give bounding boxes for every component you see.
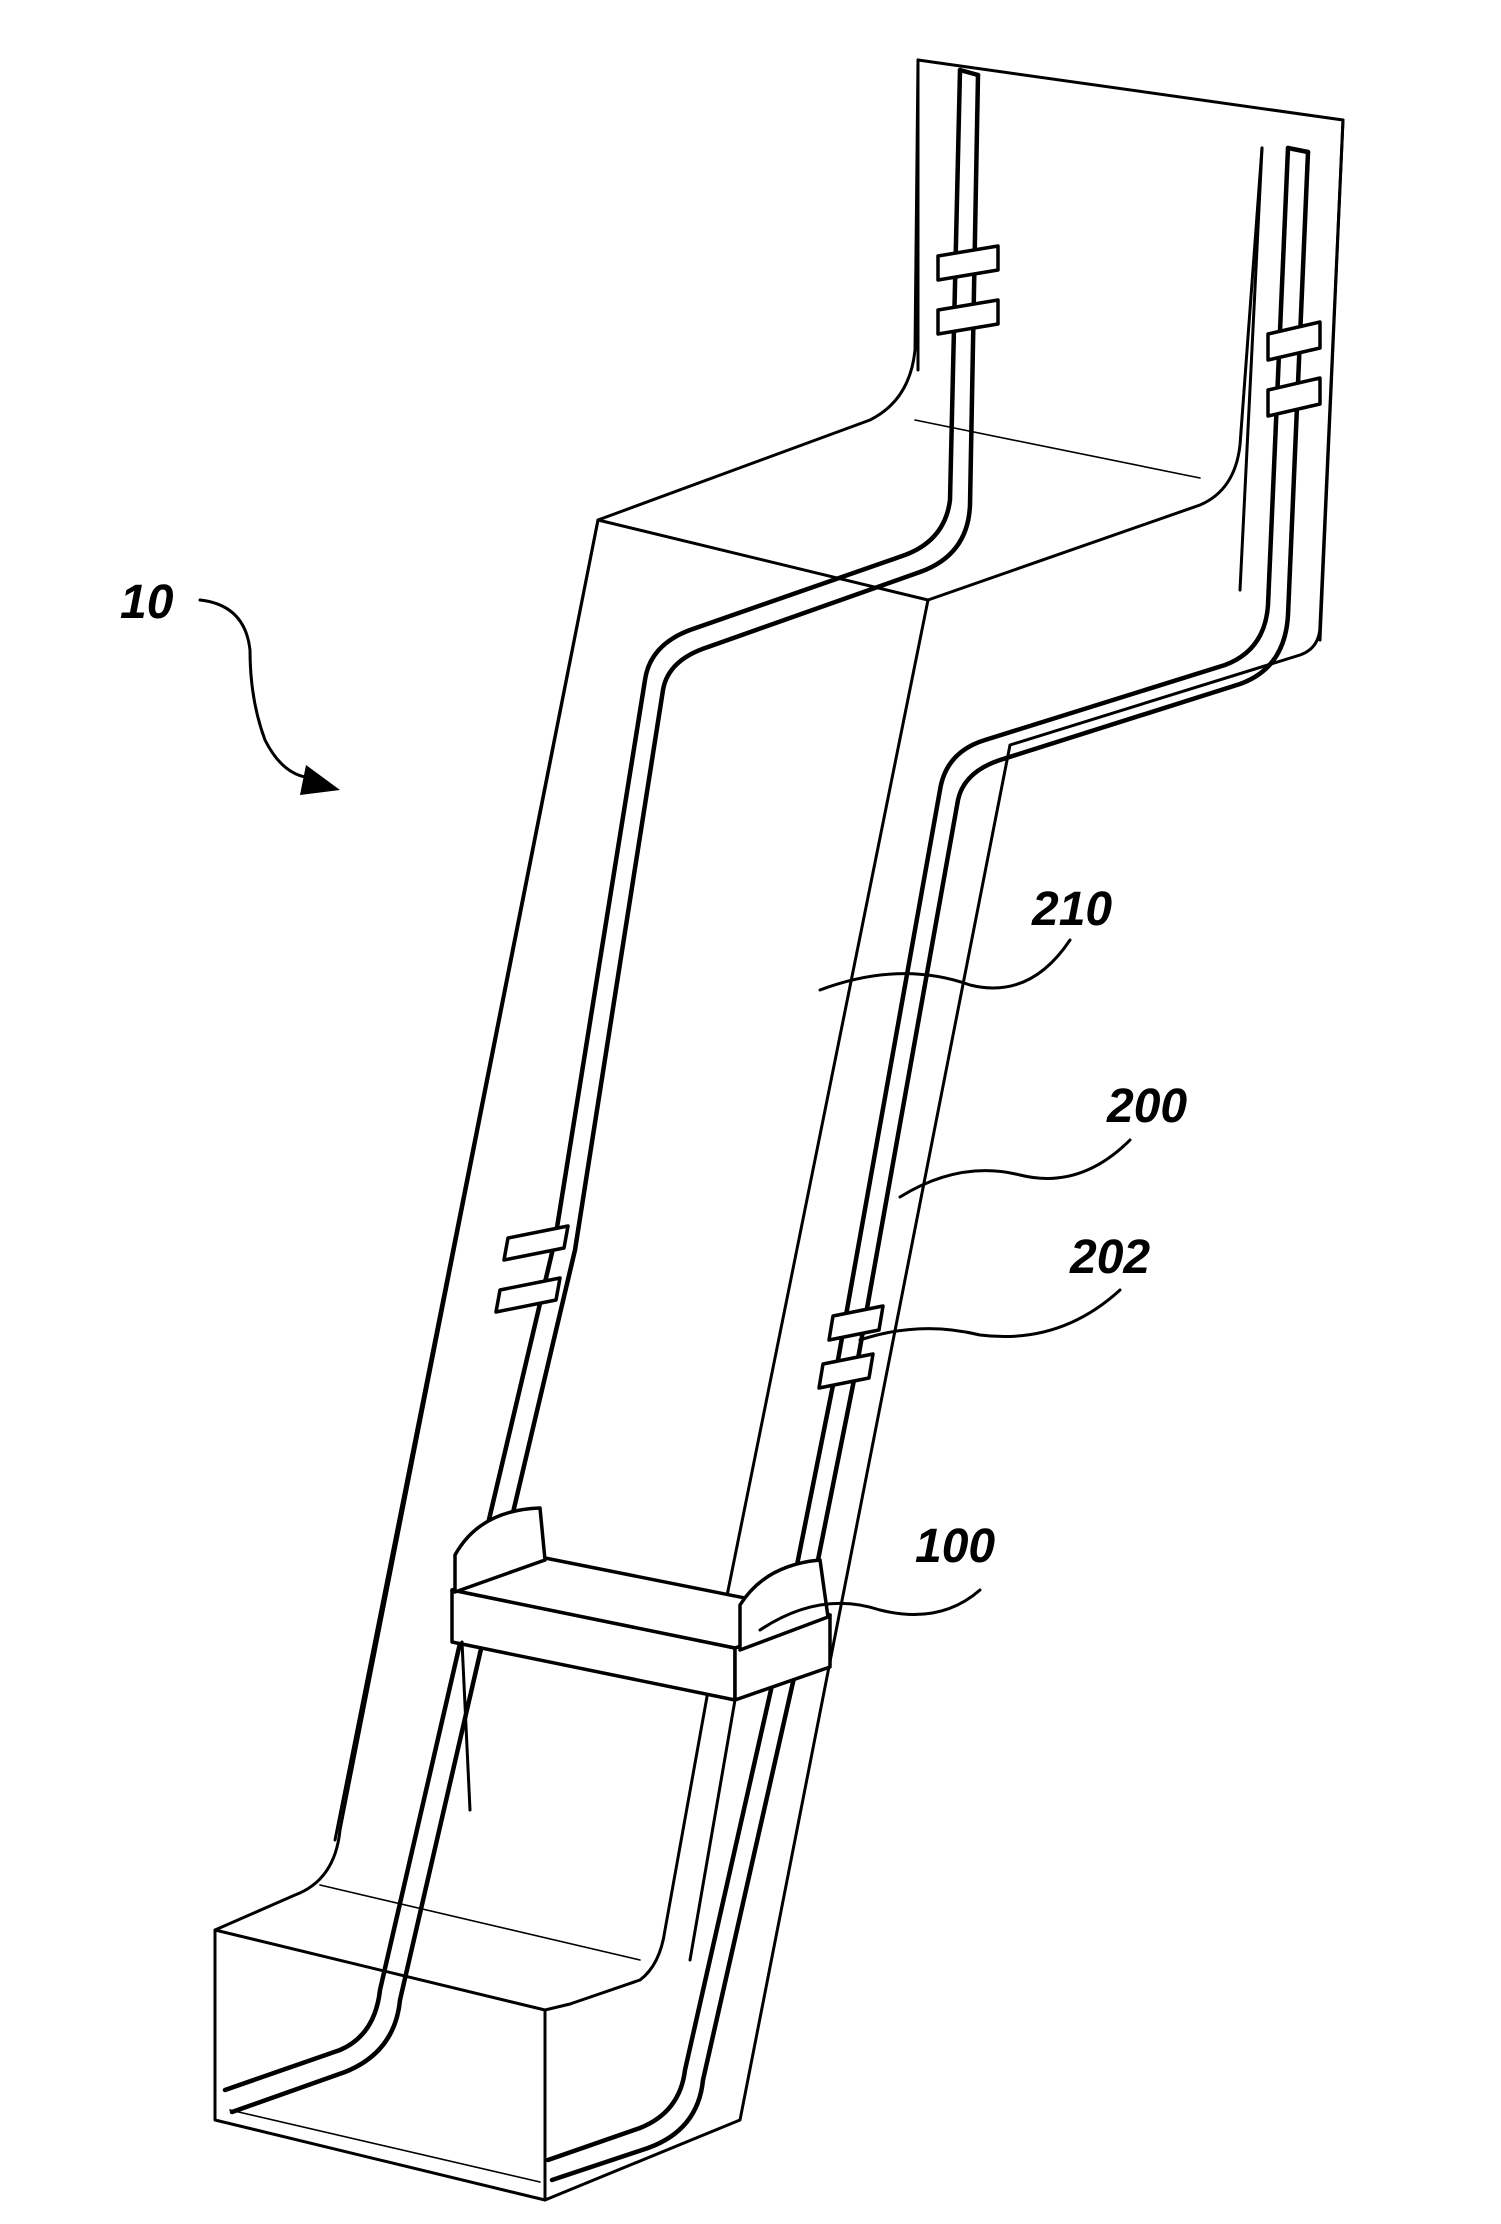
arrow-head-icon	[300, 765, 340, 795]
right-inner-outline	[570, 1680, 710, 2004]
rail-gap-upper-left	[938, 246, 998, 334]
left-rail	[225, 70, 978, 2112]
label-carriage: 100	[915, 1520, 995, 1573]
rail-gap-right-middle	[819, 1306, 883, 1388]
rail-gap-upper-right	[1268, 322, 1320, 416]
carriage	[452, 1508, 830, 1960]
label-rail: 200	[1106, 1080, 1187, 1133]
assembly-arrow	[200, 600, 340, 795]
label-rail-gap: 202	[1069, 1231, 1150, 1284]
leader-200	[900, 1140, 1130, 1197]
label-assembly: 10	[120, 576, 174, 629]
lower-box	[215, 1885, 640, 2200]
right-side-outline	[545, 120, 1343, 2200]
rail-gap-left-middle	[496, 1226, 568, 1312]
label-sheet-surface: 210	[1031, 883, 1112, 936]
upper-right-inner-curve	[928, 148, 1262, 600]
